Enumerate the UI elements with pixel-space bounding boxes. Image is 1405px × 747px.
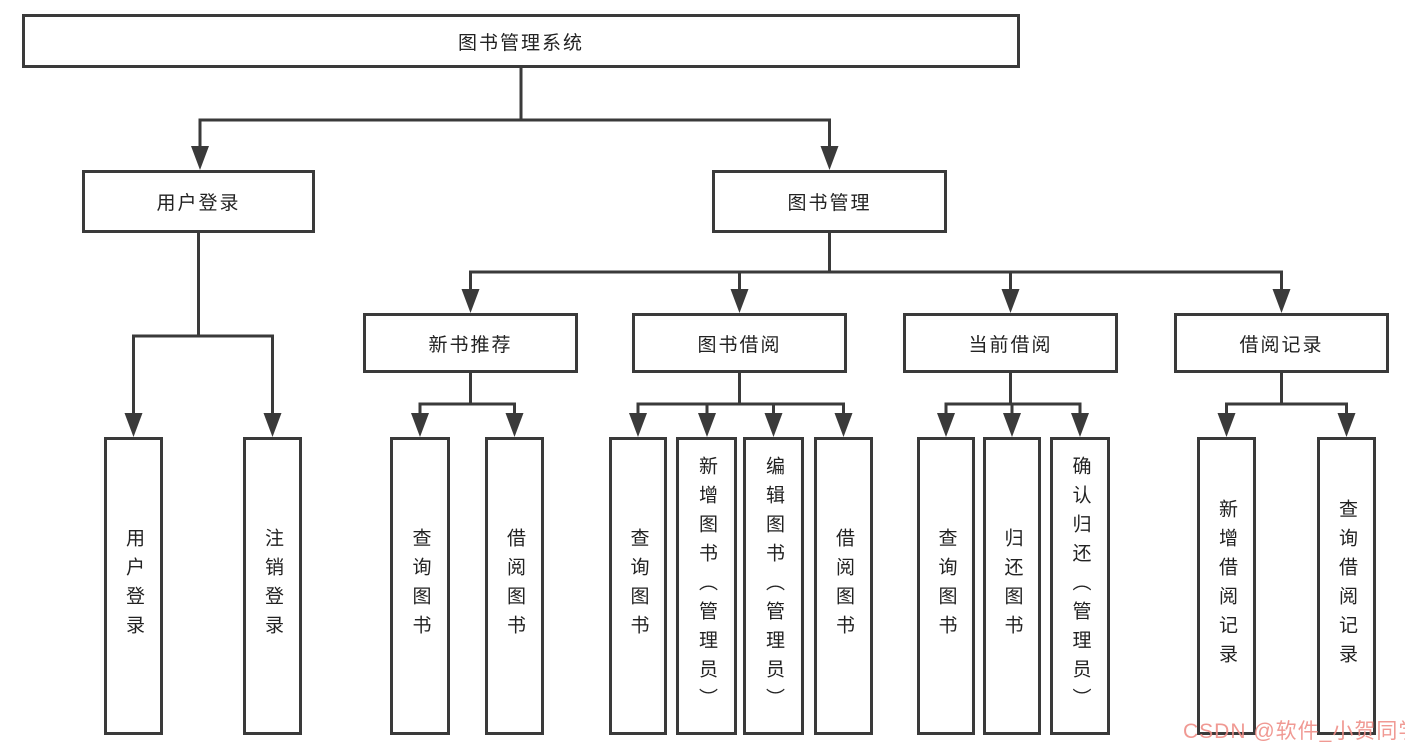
leaf-newrec-borrow-books-label: 借阅图书 (504, 528, 525, 644)
leaf-records-query-record-label: 查询借阅记录 (1336, 499, 1357, 673)
node-user-login: 用户登录 (82, 170, 315, 233)
leaf-current-return-books: 归还图书 (983, 437, 1041, 735)
leaf-borrow-add-books-admin-label: 新增图书（管理员） (696, 455, 717, 717)
leaf-current-query-books: 查询图书 (917, 437, 975, 735)
leaf-current-return-books-label: 归还图书 (1001, 528, 1023, 644)
leaf-user-login-label: 用户登录 (123, 528, 144, 644)
leaf-borrow-edit-books-admin: 编辑图书（管理员） (743, 437, 804, 735)
leaf-borrow-query-books-label: 查询图书 (627, 528, 649, 644)
leaf-borrow-edit-books-admin-label: 编辑图书（管理员） (763, 455, 784, 717)
node-root: 图书管理系统 (22, 14, 1020, 68)
leaf-user-login: 用户登录 (104, 437, 163, 735)
leaf-records-add-record-label: 新增借阅记录 (1216, 499, 1237, 673)
node-book-borrow: 图书借阅 (632, 313, 847, 373)
leaf-newrec-query-books-label: 查询图书 (409, 528, 431, 644)
leaf-current-confirm-return-admin-label: 确认归还（管理员） (1069, 455, 1091, 717)
node-current-borrow: 当前借阅 (903, 313, 1118, 373)
leaf-current-confirm-return-admin: 确认归还（管理员） (1050, 437, 1110, 735)
leaf-current-query-books-label: 查询图书 (935, 528, 957, 644)
leaf-records-query-record: 查询借阅记录 (1317, 437, 1376, 735)
leaf-records-add-record: 新增借阅记录 (1197, 437, 1256, 735)
leaf-logout-label: 注销登录 (262, 528, 283, 644)
leaf-borrow-borrow-books: 借阅图书 (814, 437, 873, 735)
node-new-book-recommend: 新书推荐 (363, 313, 578, 373)
node-borrow-records: 借阅记录 (1174, 313, 1389, 373)
leaf-borrow-borrow-books-label: 借阅图书 (833, 528, 854, 644)
leaf-newrec-borrow-books: 借阅图书 (485, 437, 544, 735)
watermark: CSDN @软件_小贺同学 (1183, 720, 1405, 743)
leaf-logout: 注销登录 (243, 437, 302, 735)
leaf-borrow-query-books: 查询图书 (609, 437, 667, 735)
node-book-management: 图书管理 (712, 170, 947, 233)
leaf-newrec-query-books: 查询图书 (390, 437, 450, 735)
leaf-borrow-add-books-admin: 新增图书（管理员） (676, 437, 737, 735)
